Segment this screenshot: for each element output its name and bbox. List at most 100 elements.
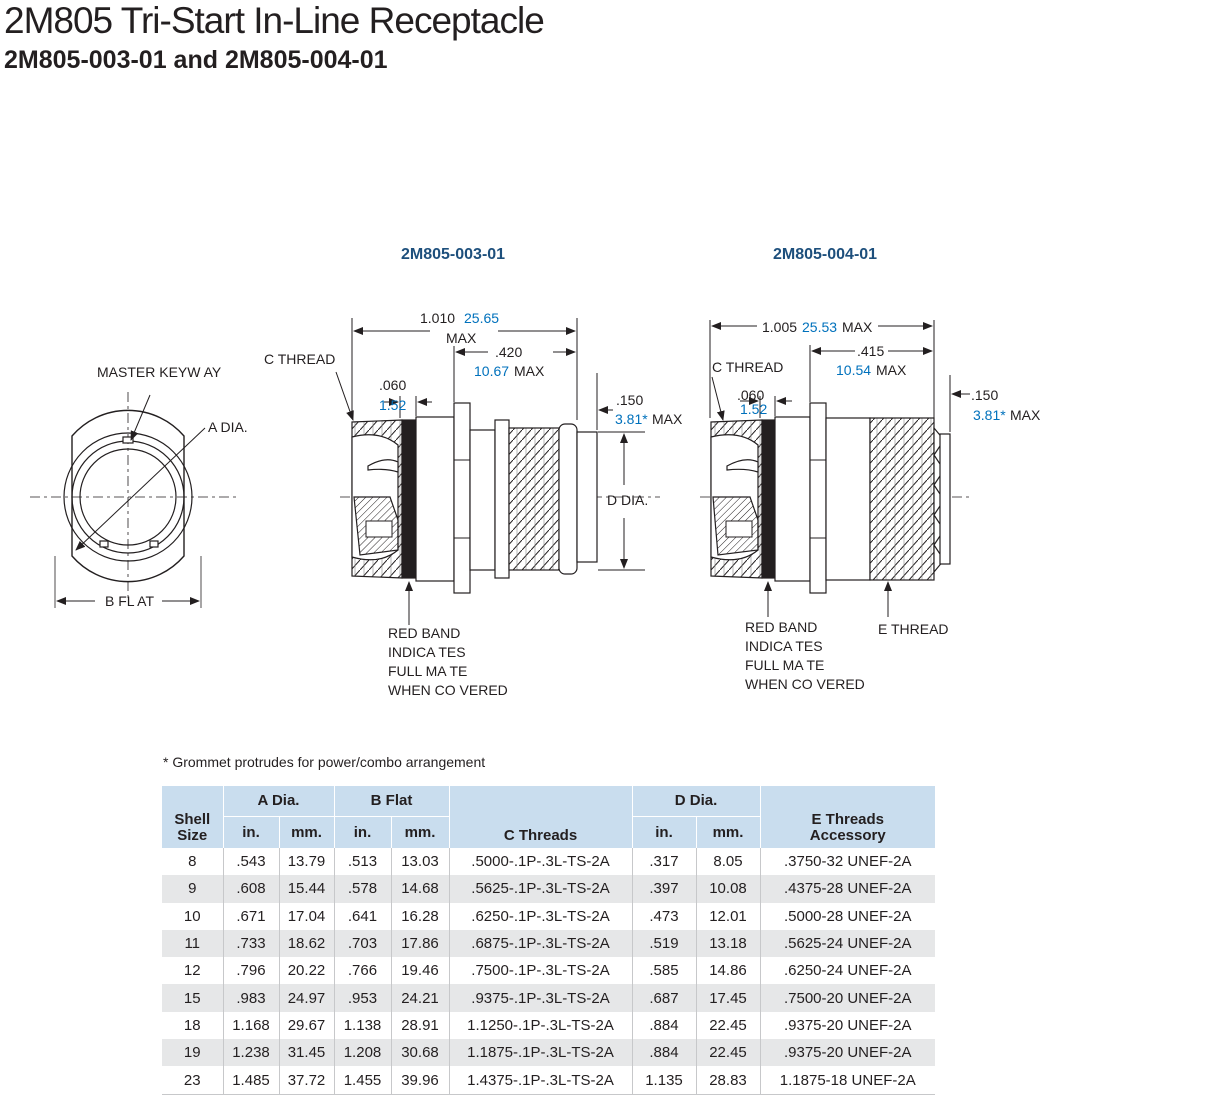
view-003-c-thread: C THREAD <box>264 351 335 367</box>
cell-b-mm: 30.68 <box>390 1039 449 1067</box>
cell-c-threads: .6250-.1P-.3L-TS-2A <box>448 902 632 930</box>
cell-b-in: 1.138 <box>333 1011 391 1040</box>
cell-a-in: .671 <box>222 902 279 930</box>
cell-d-in: .519 <box>631 929 696 958</box>
cell-a-mm: 18.62 <box>278 929 334 958</box>
cell-d-mm: 8.05 <box>695 848 760 876</box>
cell-d-mm: 17.45 <box>695 984 760 1012</box>
cell-b-mm: 19.46 <box>390 957 449 985</box>
cell-a-mm: 31.45 <box>278 1039 334 1067</box>
cell-a-in: 1.485 <box>222 1066 279 1095</box>
cell-c-threads: .6875-.1P-.3L-TS-2A <box>448 929 632 958</box>
cell-c-threads: 1.1250-.1P-.3L-TS-2A <box>448 1011 632 1040</box>
cell-a-mm: 20.22 <box>278 957 334 985</box>
cell-a-in: 1.168 <box>222 1011 279 1040</box>
cell-d-in: .884 <box>631 1039 696 1067</box>
cell-b-in: .578 <box>333 875 391 903</box>
header-a-in: in. <box>222 816 279 848</box>
view-003-dimensions <box>335 318 645 625</box>
header-d-in: in. <box>631 816 696 848</box>
view-003-d060-in: .060 <box>379 377 406 393</box>
view-004-title: 2M805-004-01 <box>773 246 877 263</box>
cell-shell-size: 10 <box>183 907 201 925</box>
header-a-mm: mm. <box>278 816 334 848</box>
view-004-e-thread: E THREAD <box>878 621 949 637</box>
cell-a-mm: 13.79 <box>278 848 334 876</box>
cell-b-in: .766 <box>333 957 391 985</box>
view-004-red-band-1: RED BAND <box>745 619 817 635</box>
cell-d-mm: 14.86 <box>695 957 760 985</box>
cell-b-in: 1.208 <box>333 1039 391 1067</box>
cell-b-in: .953 <box>333 984 391 1012</box>
cell-a-mm: 24.97 <box>278 984 334 1012</box>
view-004-red-band-3: FULL MA TE <box>745 657 824 673</box>
cell-a-in: .608 <box>222 875 279 903</box>
view-004-length-in: 1.005 <box>762 319 797 335</box>
view-003-d420-in: .420 <box>495 344 522 360</box>
view-004-d060-mm: 1.52 <box>740 401 767 417</box>
cell-b-mm: 39.96 <box>390 1066 449 1095</box>
cell-b-in: 1.455 <box>333 1066 391 1095</box>
view-003-red-band-1: RED BAND <box>388 625 460 641</box>
cell-a-in: 1.238 <box>222 1039 279 1067</box>
cell-e-threads: .9375-20 UNEF-2A <box>759 1011 935 1040</box>
cell-a-mm: 29.67 <box>278 1011 334 1040</box>
view-003-body <box>340 402 660 594</box>
cell-d-in: .397 <box>631 875 696 903</box>
cell-d-in: .884 <box>631 1011 696 1040</box>
view-004-length-mm: 25.53 <box>802 319 837 335</box>
view-003-length-in: 1.010 <box>420 310 455 326</box>
view-003-red-band-3: FULL MA TE <box>388 663 467 679</box>
cell-c-threads: .5000-.1P-.3L-TS-2A <box>448 848 632 876</box>
cell-b-in: .513 <box>333 848 391 876</box>
cell-a-mm: 17.04 <box>278 902 334 930</box>
header-d-mm: mm. <box>695 816 760 848</box>
view-003-length-mm: 25.65 <box>464 310 499 326</box>
cell-d-mm: 12.01 <box>695 902 760 930</box>
header-a-dia: A Dia. <box>222 786 334 817</box>
cell-shell-size: 11 <box>162 929 223 958</box>
cell-d-mm: 22.45 <box>695 1011 760 1040</box>
b-flat-label: B FL AT <box>105 593 154 609</box>
view-004-red-band-4: WHEN CO VERED <box>745 676 865 692</box>
view-004-d415-max: MAX <box>876 362 907 378</box>
cell-d-in: .473 <box>631 902 696 930</box>
cell-a-in: .733 <box>222 929 279 958</box>
cell-d-mm: 13.18 <box>695 929 760 958</box>
view-003-red-band-2: INDICA TES <box>388 644 466 660</box>
view-003-d420-mm: 10.67 <box>474 363 509 379</box>
cell-c-threads: .5625-.1P-.3L-TS-2A <box>448 875 632 903</box>
cell-e-threads: .3750-32 UNEF-2A <box>759 848 935 876</box>
cell-b-mm: 16.28 <box>390 902 449 930</box>
cell-a-mm: 37.72 <box>278 1066 334 1095</box>
cell-e-threads: .6250-24 UNEF-2A <box>759 957 935 985</box>
cell-d-mm: 10.08 <box>695 875 760 903</box>
cell-shell-size: 8 <box>188 853 197 871</box>
view-004-c-thread: C THREAD <box>712 359 783 375</box>
view-004-d060-in: .060 <box>737 387 764 403</box>
cell-a-in: .983 <box>222 984 279 1012</box>
view-003-d420-max: MAX <box>514 363 545 379</box>
cell-c-threads: 1.4375-.1P-.3L-TS-2A <box>448 1066 632 1095</box>
cell-b-mm: 13.03 <box>390 848 449 876</box>
cell-e-threads: 1.1875-18 UNEF-2A <box>759 1066 935 1095</box>
cell-shell-size: 9 <box>162 875 223 903</box>
page-title: 2M805 Tri-Start In-Line Receptacle <box>4 0 545 41</box>
cell-c-threads: .7500-.1P-.3L-TS-2A <box>448 957 632 985</box>
cell-d-in: 1.135 <box>631 1066 696 1095</box>
footnote: * Grommet protrudes for power/combo arra… <box>163 754 486 770</box>
view-004-d150-in: .150 <box>971 387 998 403</box>
view-003-d150-in: .150 <box>616 392 643 408</box>
view-004-body <box>700 402 970 594</box>
view-004-d150-max: MAX <box>1010 407 1041 423</box>
view-004-length-max: MAX <box>842 319 873 335</box>
header-c-threads: C Threads <box>448 786 632 848</box>
view-004-red-band-2: INDICA TES <box>745 638 823 654</box>
